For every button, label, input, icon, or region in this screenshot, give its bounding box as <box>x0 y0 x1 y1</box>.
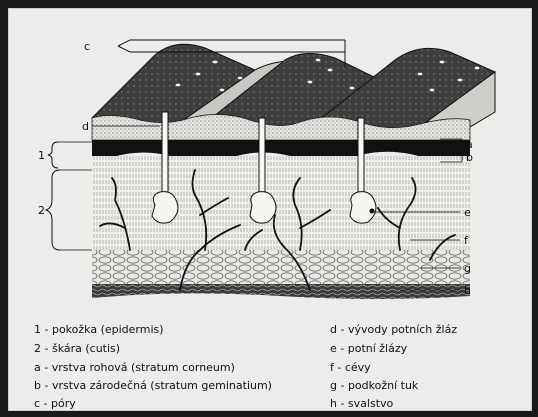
legend-item-h: h - svalstvo <box>330 398 393 409</box>
label-b: b <box>466 151 473 164</box>
legend-item-2: 2 - škára (cutis) <box>34 343 120 354</box>
legend-item-e: e - potní žlázy <box>330 343 407 354</box>
legend-item-c: c - póry <box>34 398 76 409</box>
legend-item-g: g - podkožní tuk <box>330 380 418 391</box>
subcutaneous-fat-layer <box>92 250 470 284</box>
label-c: c <box>84 40 90 53</box>
muscle-layer <box>92 284 470 299</box>
label-e: e <box>464 206 471 219</box>
dermis-layer <box>92 156 470 250</box>
label-2: 2 <box>38 204 45 217</box>
legend-item-b: b - vrstva zárodečná (stratum geminatium… <box>34 380 272 391</box>
label-d: d <box>82 120 89 133</box>
legend-item-f: f - cévy <box>330 362 371 373</box>
label-h: h <box>464 284 471 297</box>
legend-item-d: d - vývody potních žláz <box>330 324 457 335</box>
label-1: 1 <box>38 149 45 162</box>
label-g: g <box>464 262 471 275</box>
legend-item-1: 1 - pokožka (epidermis) <box>34 324 164 335</box>
label-a: a <box>466 138 473 151</box>
legend-item-a: a - vrstva rohová (stratum corneum) <box>34 362 235 373</box>
